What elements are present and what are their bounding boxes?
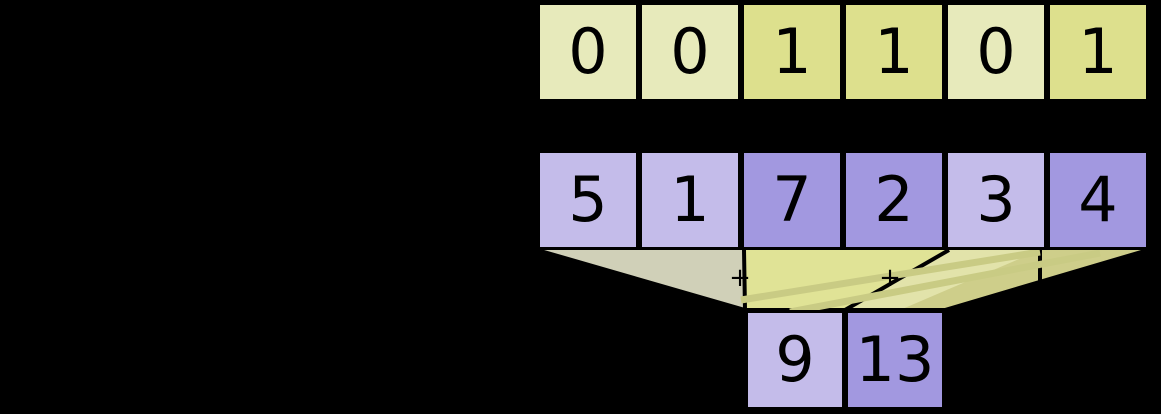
flag-cell-4[interactable]: 0 [945, 2, 1047, 102]
flag-cell-2[interactable]: 1 [741, 2, 843, 102]
value-cell-2[interactable]: 7 [741, 150, 843, 250]
plus-operator-left: + [729, 263, 751, 293]
value-cell-3[interactable]: 2 [843, 150, 945, 250]
values-row: 5 1 7 2 3 4 [537, 150, 1149, 250]
value-cell-0[interactable]: 5 [537, 150, 639, 250]
funnel-overlap-band-a [744, 250, 949, 310]
flag-cell-3[interactable]: 1 [843, 2, 945, 102]
flag-cell-1[interactable]: 0 [639, 2, 741, 102]
flag-cell-5[interactable]: 1 [1047, 2, 1149, 102]
result-cell-1[interactable]: 13 [845, 310, 945, 410]
result-cell-0[interactable]: 9 [745, 310, 845, 410]
value-cell-5[interactable]: 4 [1047, 150, 1149, 250]
funnel-right-dark [744, 250, 1148, 310]
value-cell-4[interactable]: 3 [945, 150, 1047, 250]
funnel-overlap-band-b [845, 250, 1040, 310]
plus-operator-right: + [879, 263, 901, 293]
result-row: 9 13 [745, 310, 945, 410]
funnel-right-outline [742, 248, 1149, 312]
flag-cell-0[interactable]: 0 [537, 2, 639, 102]
flags-row: 0 0 1 1 0 1 [537, 2, 1149, 102]
value-cell-1[interactable]: 1 [639, 150, 741, 250]
funnel-stripe-lower [789, 249, 1101, 316]
